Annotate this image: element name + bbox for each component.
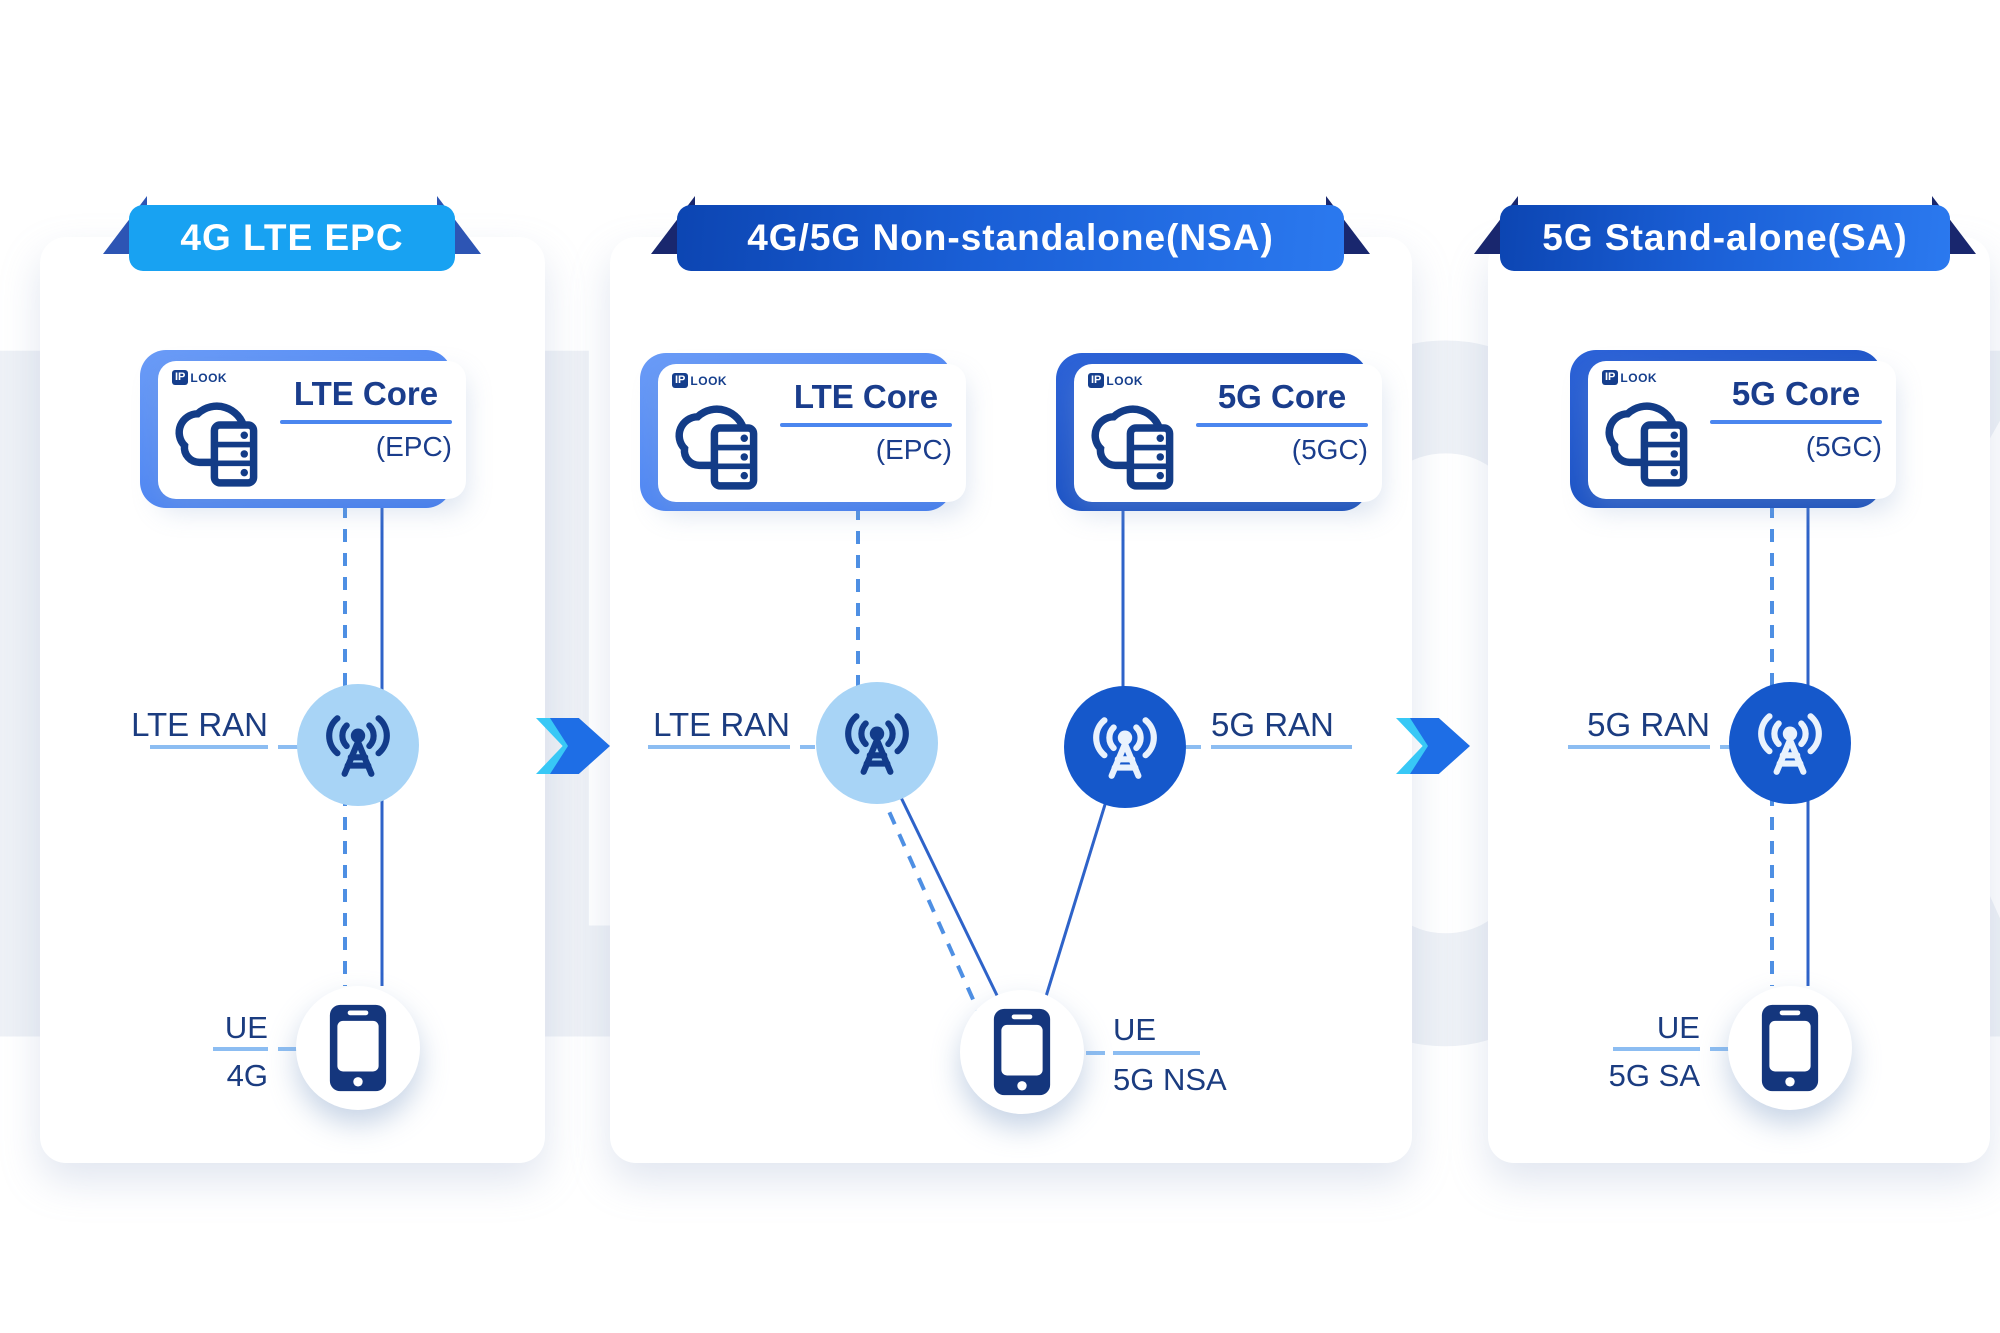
iplook-logo-ip: IP [172,370,189,385]
divider [1710,420,1882,424]
core-card-text: LTE Core (EPC) [780,378,952,466]
core-card-lte-nsa: IP LOOK LTE Core (EPC) [640,353,966,511]
lte-ran-label: LTE RAN [131,706,268,743]
ue-node-5g-sa [1728,986,1852,1110]
double-chevron-right-icon [1410,718,1470,774]
core-subtitle: (5GC) [1291,434,1368,465]
ue-label: UE [1656,1010,1700,1045]
5g-ran-node-nsa [1064,686,1186,808]
card-face: IP LOOK 5G Core (5GC) [1588,361,1896,499]
iplook-logo: IP LOOK [1088,373,1143,388]
smartphone-icon [329,1004,387,1092]
iplook-logo-look: LOOK [1106,373,1144,388]
5g-ran-label-sa: 5G RAN [1587,706,1710,743]
divider [1196,423,1368,427]
double-chevron-right-icon [550,718,610,774]
card-face: IP LOOK LTE Core (EPC) [158,361,466,499]
iplook-logo: IP LOOK [672,373,727,388]
ue-label: UE [1113,1012,1157,1047]
ribbon-5g-sa: 5G Stand-alone(SA) [1500,205,1950,271]
card-face: IP LOOK 5G Core (5GC) [1074,364,1382,502]
iplook-logo: IP LOOK [172,370,227,385]
core-card-text: 5G Core (5GC) [1196,378,1368,466]
divider [780,423,952,427]
smartphone-icon [1761,1004,1819,1092]
lte-ran-node-nsa [816,682,938,804]
ue-sub-label: 5G SA [1608,1058,1700,1093]
core-card-5g-sa: IP LOOK 5G Core (5GC) [1570,350,1896,508]
ribbon-title: 5G Stand-alone(SA) [1542,217,1908,258]
ribbon-title: 4G LTE EPC [180,217,404,258]
iplook-logo-ip: IP [1602,370,1619,385]
cloud-server-icon [675,405,758,490]
ue-sub-label: 4G [226,1058,268,1093]
cloud-server-icon [1091,405,1174,490]
core-name: 5G Core [1217,378,1347,415]
ue-label: UE [224,1010,268,1045]
cloud-server-icon [1605,402,1688,487]
iplook-logo-look: LOOK [190,370,228,385]
core-card-text: 5G Core (5GC) [1710,375,1882,463]
core-name: 5G Core [1731,375,1861,412]
radio-tower-icon [1093,717,1157,779]
5g-ran-label-nsa: 5G RAN [1211,706,1334,743]
ue-node-5g-nsa [960,990,1084,1114]
ue-sub-label: 5G NSA [1113,1062,1227,1097]
card-face: IP LOOK LTE Core (EPC) [658,364,966,502]
5g-ran-node-sa [1729,682,1851,804]
ribbon-4g5g-nsa: 4G/5G Non-standalone(NSA) [677,205,1344,271]
core-subtitle: (5GC) [1805,431,1882,462]
ribbon-4g-lte-epc: 4G LTE EPC [129,205,455,271]
label-underlines [150,745,1742,1055]
radio-tower-icon [326,715,390,777]
iplook-logo: IP LOOK [1602,370,1657,385]
iplook-logo-ip: IP [672,373,689,388]
evolution-arrow-2 [1396,718,1470,774]
lte-ran-node [297,684,419,806]
core-subtitle: (EPC) [875,434,952,465]
core-card-5g-nsa: IP LOOK 5G Core (5GC) [1056,353,1382,511]
iplook-logo-ip: IP [1088,373,1105,388]
core-card-lte-epc: IP LOOK LTE Core (EPC) [140,350,466,508]
core-card-text: LTE Core (EPC) [280,375,452,463]
radio-tower-icon [845,713,909,775]
evolution-arrow-1 [536,718,610,774]
radio-tower-icon [1758,713,1822,775]
core-subtitle: (EPC) [375,431,452,462]
divider [280,420,452,424]
core-name: LTE Core [793,378,939,415]
cloud-server-icon [175,402,258,487]
ue-node-4g [296,986,420,1110]
lte-ran-label-nsa: LTE RAN [653,706,790,743]
core-name: LTE Core [293,375,439,412]
iplook-logo-look: LOOK [690,373,728,388]
ribbon-title: 4G/5G Non-standalone(NSA) [747,217,1274,258]
smartphone-icon [993,1008,1051,1096]
iplook-logo-look: LOOK [1620,370,1658,385]
